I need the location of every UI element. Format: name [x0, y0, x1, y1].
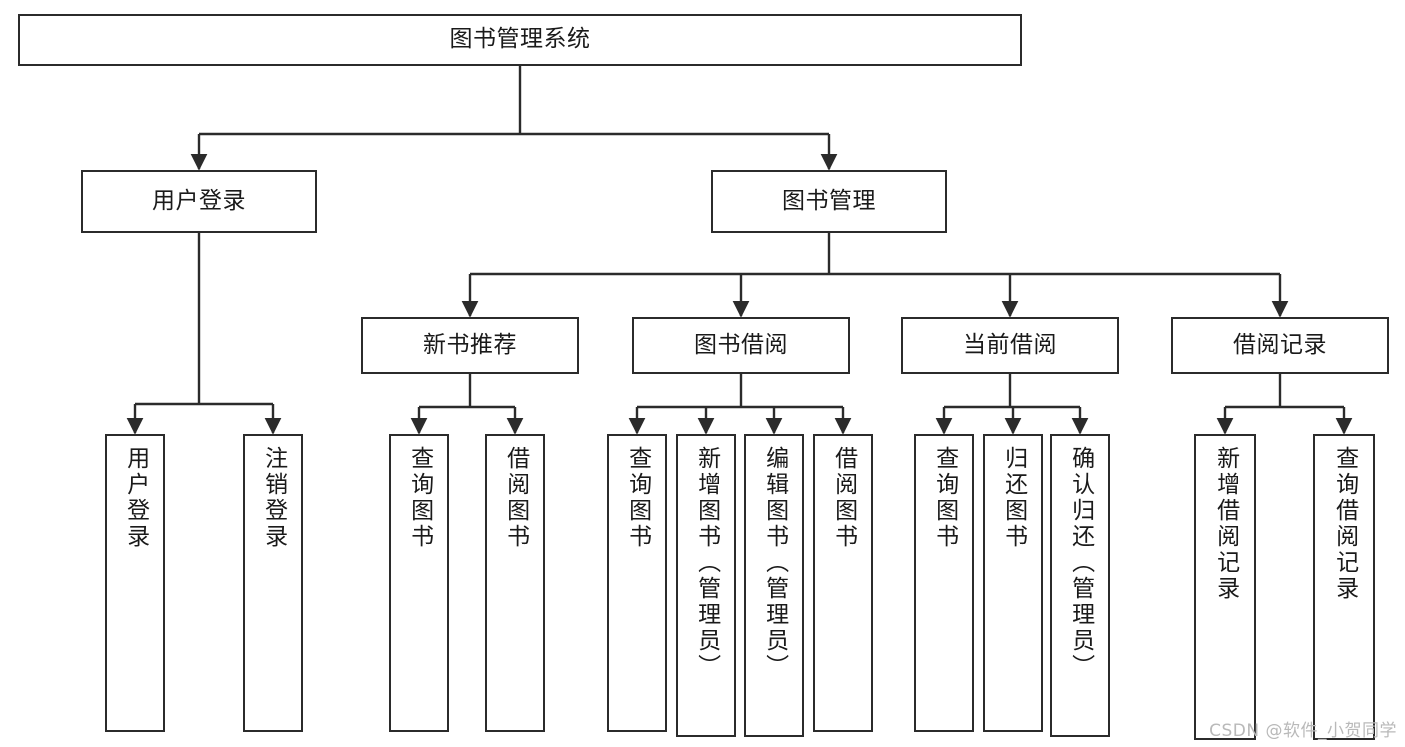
node-label: 当前借阅 — [963, 331, 1057, 358]
node-label: 新增借阅记录 — [1212, 446, 1239, 602]
node-label: 查询图书 — [931, 446, 958, 550]
node-leaf-11[interactable]: 确认归还（管理员） — [1050, 434, 1110, 737]
node-label: 查询借阅记录 — [1331, 446, 1358, 602]
node-leaf-4[interactable]: 借阅图书 — [485, 434, 545, 732]
node-leaf-6[interactable]: 新增图书（管理员） — [676, 434, 736, 737]
node-label: 用户登录 — [152, 187, 246, 214]
node-label: 新书推荐 — [423, 331, 517, 358]
node-leaf-5[interactable]: 查询图书 — [607, 434, 667, 732]
node-newbook[interactable]: 新书推荐 — [361, 317, 579, 374]
node-current[interactable]: 当前借阅 — [901, 317, 1119, 374]
node-leaf-10[interactable]: 归还图书 — [983, 434, 1043, 732]
node-label: 注销登录 — [260, 446, 287, 550]
node-leaf-2[interactable]: 注销登录 — [243, 434, 303, 732]
node-label: 借阅图书 — [830, 446, 857, 550]
node-leaf-1[interactable]: 用户登录 — [105, 434, 165, 732]
node-label: 用户登录 — [122, 446, 149, 550]
node-bookmgmt[interactable]: 图书管理 — [711, 170, 947, 233]
node-label: 借阅图书 — [502, 446, 529, 550]
node-leaf-9[interactable]: 查询图书 — [914, 434, 974, 732]
node-leaf-8[interactable]: 借阅图书 — [813, 434, 873, 732]
node-label: 归还图书 — [1000, 446, 1027, 550]
node-login[interactable]: 用户登录 — [81, 170, 317, 233]
node-label: 确认归还（管理员） — [1067, 446, 1094, 680]
node-leaf-3[interactable]: 查询图书 — [389, 434, 449, 732]
node-label: 编辑图书（管理员） — [761, 446, 788, 680]
node-leaf-7[interactable]: 编辑图书（管理员） — [744, 434, 804, 737]
node-label: 借阅记录 — [1233, 331, 1327, 358]
node-label: 图书借阅 — [694, 331, 788, 358]
node-leaf-12[interactable]: 新增借阅记录 — [1194, 434, 1256, 740]
node-root[interactable]: 图书管理系统 — [18, 14, 1022, 66]
node-label: 查询图书 — [406, 446, 433, 550]
node-label: 新增图书（管理员） — [693, 446, 720, 680]
node-label: 图书管理系统 — [449, 26, 591, 53]
node-records[interactable]: 借阅记录 — [1171, 317, 1389, 374]
node-leaf-13[interactable]: 查询借阅记录 — [1313, 434, 1375, 740]
node-label: 图书管理 — [782, 187, 876, 214]
node-borrow[interactable]: 图书借阅 — [632, 317, 850, 374]
node-label: 查询图书 — [624, 446, 651, 550]
